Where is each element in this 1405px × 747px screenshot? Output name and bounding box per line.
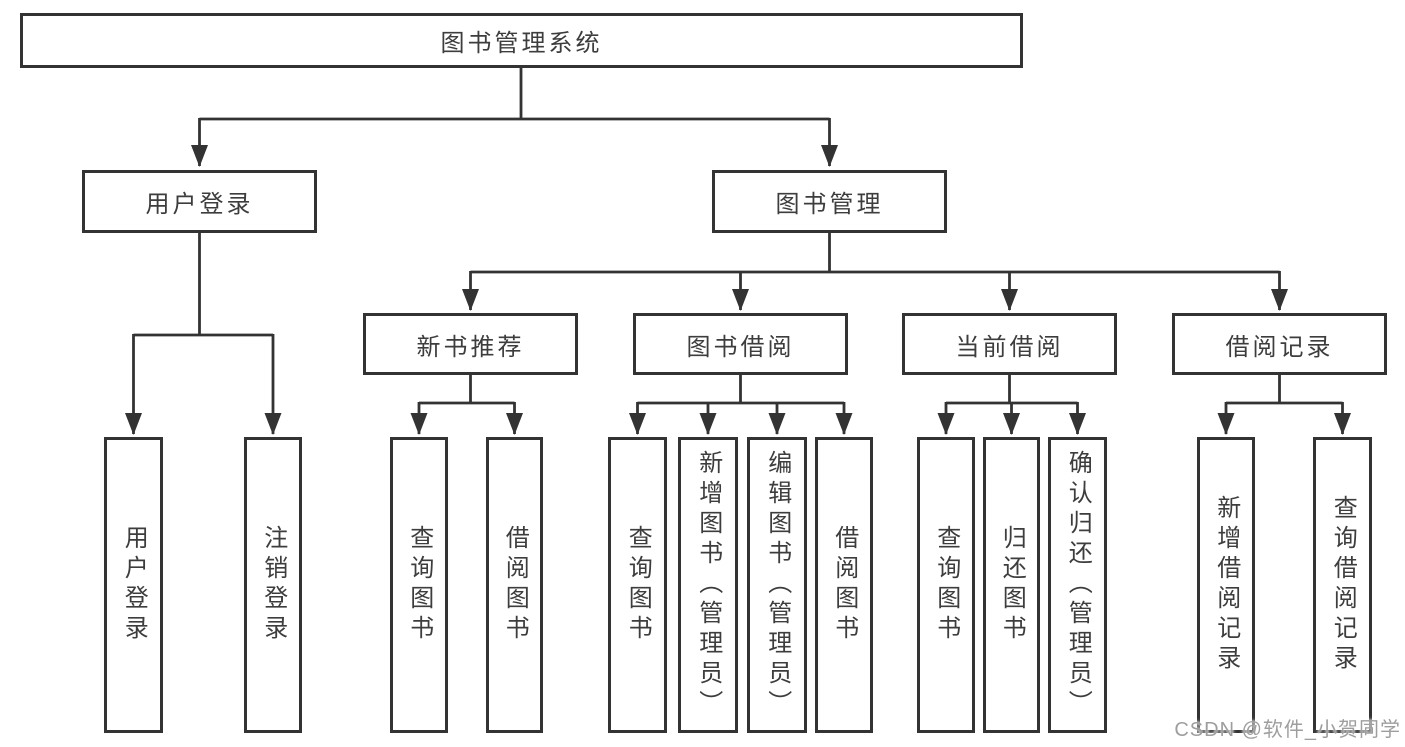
node-current-borrow: 当前借阅 <box>902 313 1117 375</box>
node-label: 归还图书 <box>998 525 1026 645</box>
node-label: 当前借阅 <box>955 333 1064 361</box>
node-leaf-user-login: 用户登录 <box>104 437 163 733</box>
node-label: 用户登录 <box>145 191 254 218</box>
node-leaf-logout: 注销登录 <box>244 437 302 733</box>
node-leaf-add-books-admin: 新增图书（管理员） <box>678 437 738 733</box>
node-borrow-records: 借阅记录 <box>1172 313 1387 375</box>
node-label: 新增借阅记录 <box>1212 495 1240 675</box>
node-leaf-add-borrow-record: 新增借阅记录 <box>1197 437 1255 733</box>
node-user-login: 用户登录 <box>82 170 317 233</box>
connector-borrow-records <box>1217 374 1351 435</box>
node-label: 查询图书 <box>405 525 433 645</box>
node-label: 确认归还（管理员） <box>1064 450 1092 720</box>
node-label: 用户登录 <box>120 525 148 645</box>
node-new-book-recommend: 新书推荐 <box>363 313 578 375</box>
node-label: 借阅记录 <box>1225 333 1334 361</box>
connector-root <box>191 67 838 167</box>
csdn-watermark: CSDN @软件_小贺同学 <box>1174 719 1401 741</box>
node-leaf-borrow-books-recommend: 借阅图书 <box>486 437 543 733</box>
node-leaf-return-books: 归还图书 <box>983 437 1040 733</box>
node-label: 新书推荐 <box>416 333 525 361</box>
node-leaf-query-borrow-record: 查询借阅记录 <box>1313 437 1372 733</box>
node-label: 图书借阅 <box>686 333 795 361</box>
node-label: 借阅图书 <box>830 525 858 645</box>
node-label: 查询图书 <box>624 525 652 645</box>
connector-new-book-recommend <box>410 374 523 435</box>
node-leaf-confirm-return-admin: 确认归还（管理员） <box>1048 437 1107 733</box>
node-label: 图书管理 <box>775 191 884 218</box>
connector-current-borrow <box>937 374 1086 435</box>
node-book-borrow: 图书借阅 <box>633 313 848 375</box>
node-leaf-query-books-borrow: 查询图书 <box>608 437 667 733</box>
node-label: 注销登录 <box>259 525 287 645</box>
node-leaf-borrow-books: 借阅图书 <box>815 437 873 733</box>
node-label: 图书管理系统 <box>440 30 603 57</box>
node-label: 借阅图书 <box>501 525 529 645</box>
node-label: 查询图书 <box>932 525 960 645</box>
node-leaf-query-books-recommend: 查询图书 <box>390 437 448 733</box>
node-library-management-system: 图书管理系统 <box>20 13 1023 68</box>
node-book-management: 图书管理 <box>712 170 947 233</box>
node-label: 查询借阅记录 <box>1329 495 1357 675</box>
connector-book-borrow <box>629 374 853 435</box>
connector-user-login <box>125 232 282 435</box>
connector-book-management <box>462 232 1288 311</box>
node-leaf-edit-books-admin: 编辑图书（管理员） <box>747 437 807 733</box>
node-label: 新增图书（管理员） <box>694 450 722 720</box>
node-leaf-query-books-current: 查询图书 <box>917 437 975 733</box>
node-label: 编辑图书（管理员） <box>763 450 791 720</box>
